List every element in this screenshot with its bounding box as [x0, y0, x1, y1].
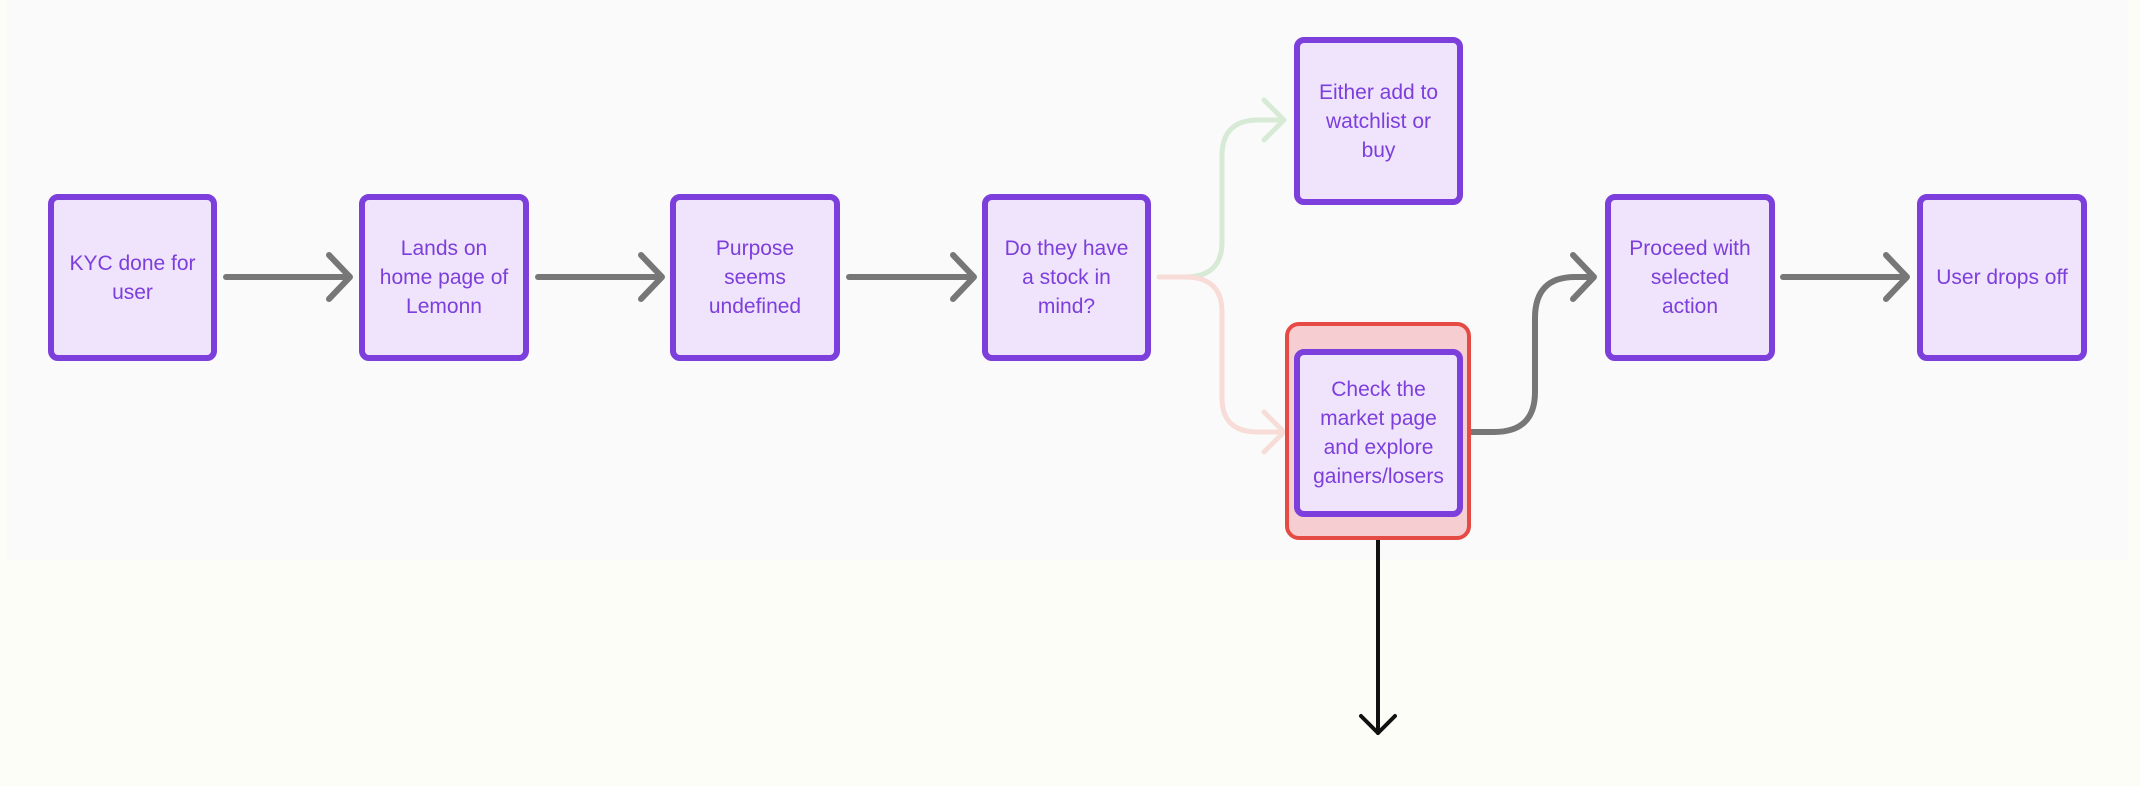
- node-purpose-label: Purpose seems undefined: [708, 237, 802, 318]
- node-market-label: Check the market page and explore gainer…: [1313, 378, 1444, 488]
- node-proceed-label: Proceed with selected action: [1629, 237, 1751, 318]
- arrow-market-to-proceed: [1467, 252, 1597, 435]
- node-watchlist-label: Either add to watchlist or buy: [1318, 80, 1439, 162]
- arrow-question-to-market: [1156, 274, 1287, 455]
- node-watchlist[interactable]: Either add to watchlist or buy: [1294, 37, 1463, 205]
- node-market[interactable]: Check the market page and explore gainer…: [1294, 349, 1463, 517]
- arrow-proceed-to-drops: [1780, 252, 1910, 302]
- arrow-question-to-watchlist: [1156, 97, 1287, 280]
- arrow-market-down: [1359, 538, 1397, 735]
- node-stock-question-label: Do they have a stock in mind?: [1004, 237, 1129, 318]
- arrow-purpose-to-question: [846, 252, 977, 302]
- node-kyc[interactable]: KYC done for user: [48, 194, 217, 361]
- node-drops-label: User drops off: [1936, 266, 2068, 289]
- node-kyc-label: KYC done for user: [69, 251, 196, 304]
- node-lands-label: Lands on home page of Lemonn: [379, 237, 509, 318]
- node-proceed[interactable]: Proceed with selected action: [1605, 194, 1775, 361]
- arrow-kyc-to-lands: [223, 252, 353, 302]
- node-lands[interactable]: Lands on home page of Lemonn: [359, 194, 529, 361]
- node-purpose[interactable]: Purpose seems undefined: [670, 194, 840, 361]
- arrow-lands-to-purpose: [535, 252, 665, 302]
- node-drops[interactable]: User drops off: [1917, 194, 2087, 361]
- node-stock-question[interactable]: Do they have a stock in mind?: [982, 194, 1151, 361]
